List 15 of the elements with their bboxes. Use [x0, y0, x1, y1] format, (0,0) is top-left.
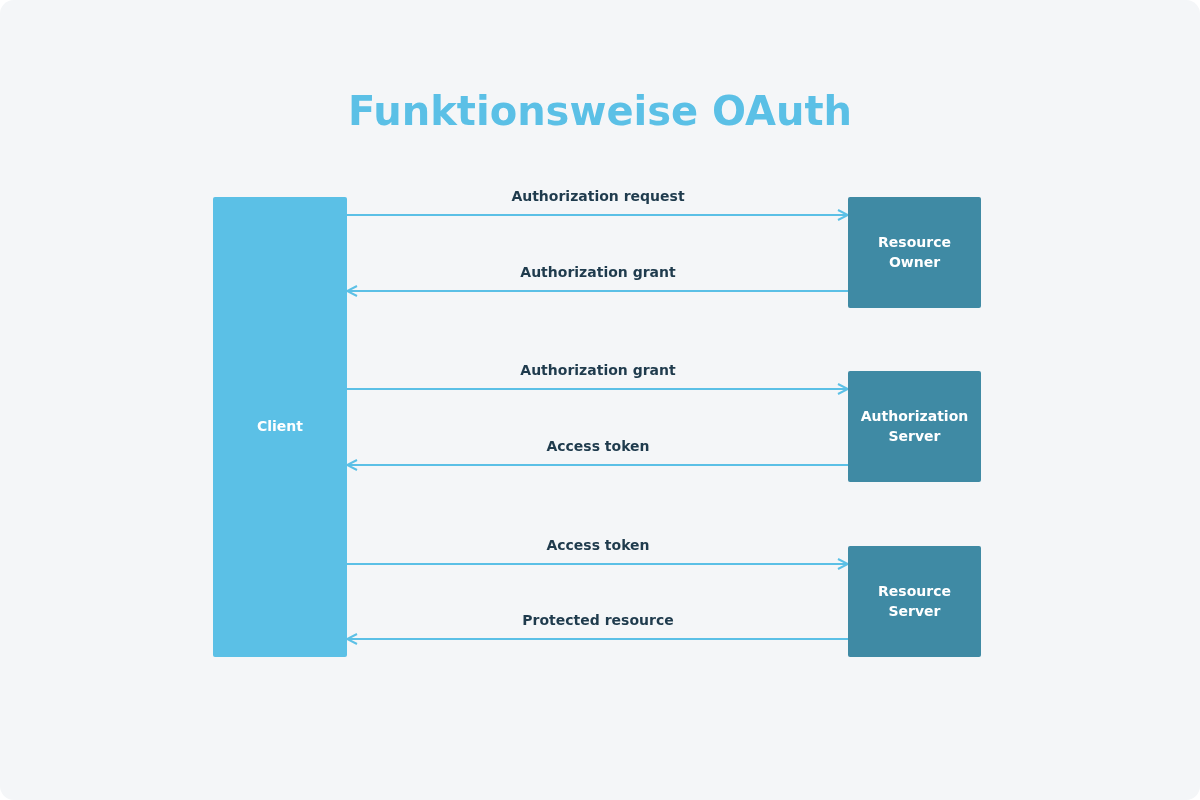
- arrow: [346, 459, 849, 471]
- node-label: Client: [257, 417, 303, 437]
- node-label: Authorization Server: [859, 406, 970, 446]
- arrow: [346, 383, 849, 395]
- arrow: [346, 558, 849, 570]
- server-box: [848, 197, 981, 308]
- node-label: Resource Server: [877, 581, 952, 621]
- client-box: [213, 197, 347, 657]
- server-box: [848, 546, 981, 657]
- arrow: [346, 285, 849, 297]
- server-box: [848, 371, 981, 482]
- arrow: [346, 209, 849, 221]
- node-label: Resource Owner: [877, 232, 952, 272]
- title: Funktionsweise OAuth: [346, 88, 854, 134]
- arrow: [346, 633, 849, 645]
